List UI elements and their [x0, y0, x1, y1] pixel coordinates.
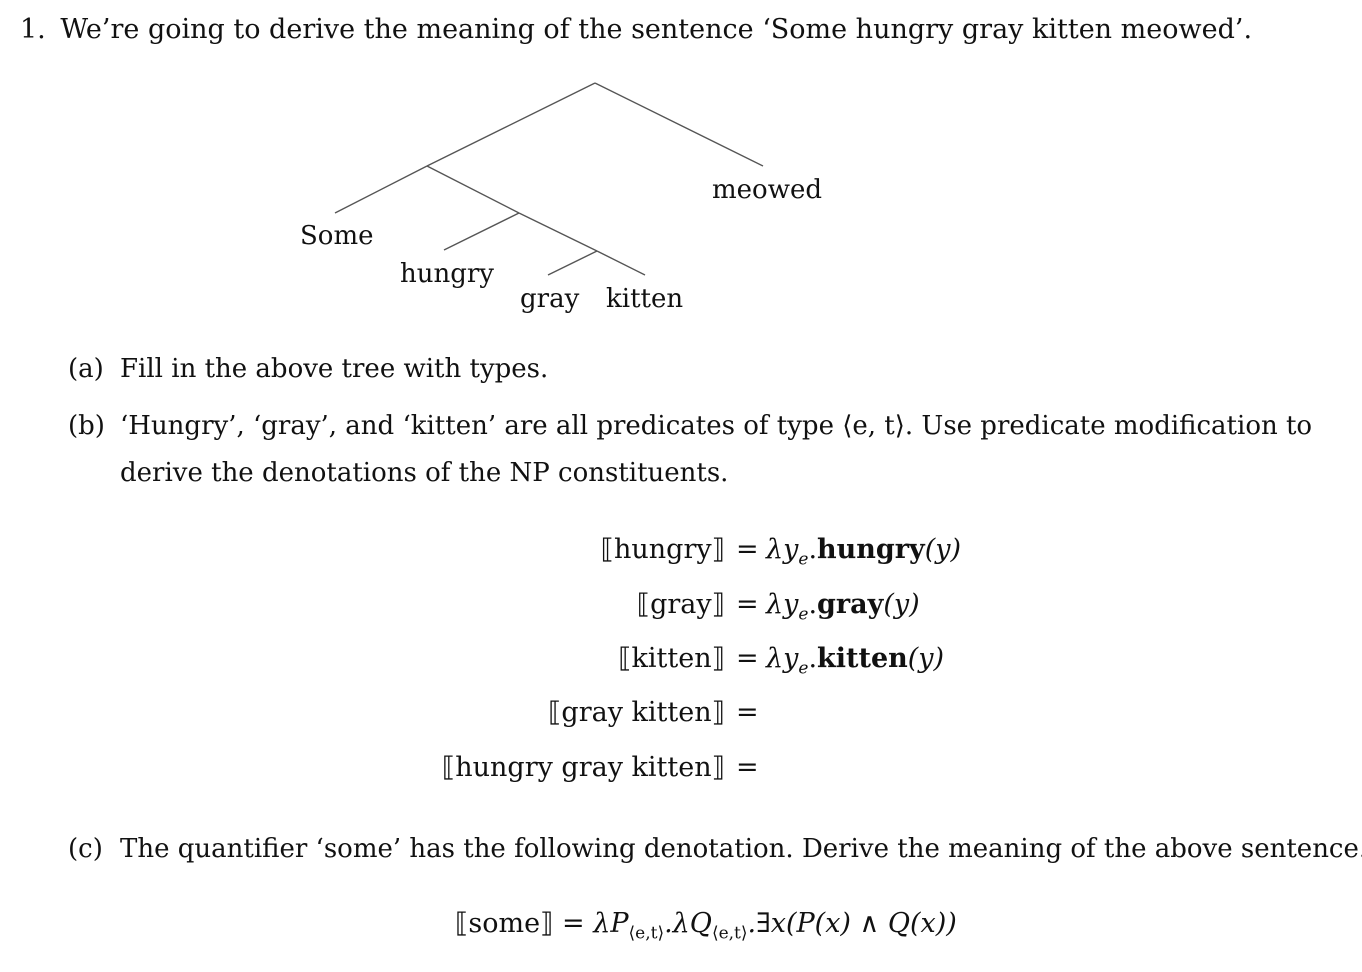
part-b-text-line2: derive the denotations of the NP constit… — [120, 458, 729, 488]
tree-leaf-kitten: kitten — [606, 284, 684, 314]
some-type-q: ⟨e,t⟩ — [711, 923, 748, 944]
tree-leaf-hungry: hungry — [400, 259, 494, 289]
lambda-dot: . — [808, 534, 818, 565]
part-b-label: (b) — [68, 411, 105, 441]
type-subscript: e — [798, 658, 809, 679]
equation-lhs-gray: ⟦gray⟧ — [636, 589, 725, 620]
some-lhs: ⟦some⟧ — [455, 908, 554, 939]
equation-equals-hungry-gray-kitten: = — [736, 752, 759, 783]
tree-edge-n-kitten — [596, 250, 646, 276]
type-subscript: e — [798, 604, 809, 625]
part-a-text: Fill in the above tree with types. — [120, 354, 549, 384]
tree-edge-np-hungry — [443, 212, 520, 251]
equation-equals-kitten: = — [736, 643, 759, 674]
some-lambda-q: .λQ — [664, 908, 712, 939]
type-subscript: e — [798, 549, 809, 570]
predicate-arg: (y) — [924, 534, 962, 565]
tree-edge-np-n — [518, 212, 598, 252]
equation-equals-gray: = — [736, 589, 759, 620]
part-c-label: (c) — [68, 834, 103, 864]
part-a-label: (a) — [68, 354, 104, 384]
predicate-name: kitten — [817, 643, 908, 674]
some-body: .∃x(P(x) ∧ Q(x)) — [747, 908, 957, 939]
equation-rhs-hungry: λye.hungry(y) — [766, 534, 961, 569]
equation-equals-gray-kitten: = — [736, 697, 759, 728]
tree-edge-n-gray — [547, 250, 598, 276]
equation-lhs-hungry-gray-kitten: ⟦hungry gray kitten⟧ — [441, 752, 725, 783]
equation-lhs-kitten: ⟦kitten⟧ — [618, 643, 725, 674]
part-c: (c) The quantifier ‘some’ has the followi… — [68, 834, 1362, 864]
equation-rhs-gray: λye.gray(y) — [766, 589, 920, 624]
tree-edge-dp-some — [334, 165, 428, 214]
lambda-dot: . — [808, 643, 818, 674]
tree-leaf-meowed: meowed — [712, 175, 822, 205]
some-denotation: ⟦some⟧ = λP⟨e,t⟩.λQ⟨e,t⟩.∃x(P(x) ∧ Q(x)) — [455, 908, 957, 943]
equation-lhs-gray-kitten: ⟦gray kitten⟧ — [548, 697, 725, 728]
equation-rhs-kitten: λye.kitten(y) — [766, 643, 944, 678]
predicate-arg: (y) — [883, 589, 920, 620]
part-c-text: The quantifier ‘some’ has the following … — [120, 834, 1362, 864]
tree-edge-root-meowed — [594, 82, 764, 167]
tree-leaf-gray: gray — [520, 284, 580, 314]
tree-edge-root-s — [426, 82, 596, 167]
part-b: (b) ‘Hungry’, ‘gray’, and ‘kitten’ are al… — [68, 411, 1312, 441]
predicate-name: hungry — [817, 534, 925, 565]
question-text: We’re going to derive the meaning of the… — [60, 14, 1253, 45]
equation-lhs-hungry: ⟦hungry⟧ — [600, 534, 725, 565]
lambda-var: λy — [766, 534, 799, 565]
lambda-dot: . — [808, 589, 818, 620]
question-heading: 1. We’re going to derive the meaning of … — [20, 14, 1252, 45]
question-number: 1. — [20, 14, 46, 45]
equation-equals-hungry: = — [736, 534, 759, 565]
some-lambda-p: λP — [593, 908, 629, 939]
part-a: (a) Fill in the above tree with types. — [68, 354, 548, 384]
tree-edge-dp-np — [426, 165, 520, 214]
tree-leaf-some: Some — [300, 221, 374, 251]
some-equals: = — [562, 908, 585, 939]
lambda-var: λy — [766, 643, 799, 674]
part-b-text-line1: ‘Hungry’, ‘gray’, and ‘kitten’ are all p… — [120, 411, 1313, 441]
predicate-arg: (y) — [907, 643, 945, 674]
lambda-var: λy — [766, 589, 799, 620]
some-type-p: ⟨e,t⟩ — [628, 923, 665, 944]
predicate-name: gray — [817, 589, 884, 620]
